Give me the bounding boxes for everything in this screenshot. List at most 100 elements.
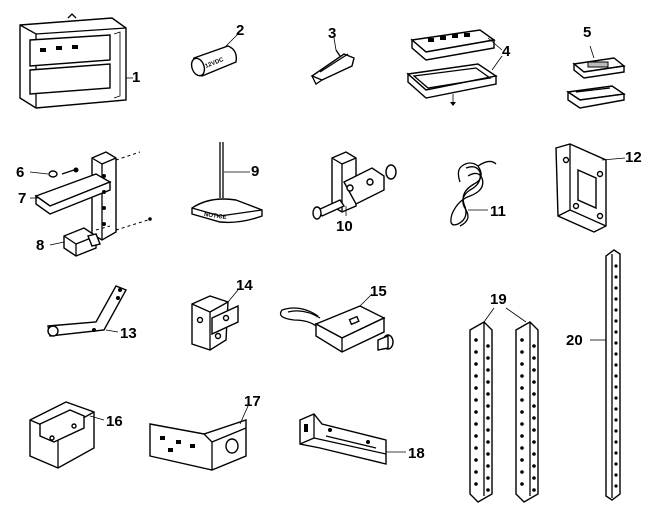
rail-hole [474,482,478,486]
rail-hole [474,350,478,354]
rail-hole [486,452,490,456]
part-12-header-bracket [555,143,607,233]
label-11: 11 [490,203,506,220]
rail-hole [486,440,490,444]
part-10-door-bracket [312,151,397,220]
part-11-wire [450,160,497,227]
rail-holes [474,338,536,492]
rail-hole [532,368,536,372]
rail-hole [532,452,536,456]
part-1-control-console [19,13,127,109]
strap-hole [614,385,618,389]
strap-holes [614,264,618,488]
rail-hole [474,434,478,438]
rail-hole [474,458,478,462]
strap-hole [614,363,618,367]
strap-hole [614,286,618,290]
strap-hole [614,330,618,334]
label-1: 1 [132,69,140,86]
rail-hole [520,350,524,354]
part-15-safety-sensor [279,305,394,353]
rail-hole [486,356,490,360]
part-17-angle-bracket [149,419,247,471]
label-20: 20 [566,332,583,349]
strap-hole [614,418,618,422]
rail-hole [532,344,536,348]
rail-hole [486,404,490,408]
strap-hole [614,484,618,488]
rail-hole [532,464,536,468]
label-8: 8 [36,237,44,254]
rail-hole [486,416,490,420]
strap-hole [614,407,618,411]
rail-hole [520,362,524,366]
rail-hole [486,344,490,348]
rail-hole [520,338,524,342]
rail-hole [520,398,524,402]
label-16: 16 [106,413,123,430]
rail-hole [532,356,536,360]
strap-hole [614,429,618,433]
rail-hole [520,434,524,438]
part-19-perforated-rails [469,321,539,503]
part-20-perforated-strap [605,249,621,501]
rail-hole [486,392,490,396]
label-15: 15 [370,283,387,300]
label-13: 13 [120,325,137,342]
rail-hole [474,398,478,402]
part-16-channel-bracket [29,401,95,469]
rail-hole [486,380,490,384]
strap-hole [614,319,618,323]
notice-text: NOTICE [204,212,227,221]
label-5: 5 [583,24,591,41]
label-2: 2 [236,22,244,39]
strap-hole [614,264,618,268]
rail-hole [474,386,478,390]
rail-hole [532,392,536,396]
strap-hole [614,275,618,279]
strap-hole [614,297,618,301]
label-12: 12 [625,149,642,166]
part-4-transmitter [406,29,498,106]
rail-hole [532,404,536,408]
label-17: 17 [244,393,261,410]
label-7: 7 [18,190,26,207]
rail-hole [474,338,478,342]
rail-hole [520,422,524,426]
rail-hole [532,488,536,492]
rail-hole [520,410,524,414]
rail-hole [520,446,524,450]
part-18-slotted-angle [299,413,387,465]
strap-hole [614,396,618,400]
rail-hole [520,470,524,474]
part-2-battery: 12VDC [190,45,238,77]
rail-hole [486,464,490,468]
part-7-sensor-bracket [34,151,152,241]
rail-hole [520,386,524,390]
label-19: 19 [490,291,507,308]
rail-hole [474,410,478,414]
rail-hole [474,374,478,378]
label-9: 9 [251,163,259,180]
part-5-visor-clip [566,57,626,109]
rail-hole [486,476,490,480]
strap-hole [614,473,618,477]
rail-hole [532,476,536,480]
part-13-curved-arm [47,285,127,337]
label-10: 10 [336,218,353,235]
rail-hole [532,416,536,420]
strap-hole [614,374,618,378]
part-9-release-handle: NOTICE [191,142,263,224]
rail-hole [474,470,478,474]
strap-hole [614,440,618,444]
part-6-screw [48,167,79,178]
rail-hole [532,440,536,444]
rail-hole [532,428,536,432]
label-18: 18 [408,445,425,462]
label-6: 6 [16,164,24,181]
strap-hole [614,341,618,345]
rail-hole [520,482,524,486]
label-3: 3 [328,25,336,42]
strap-hole [614,352,618,356]
label-14: 14 [236,277,253,294]
